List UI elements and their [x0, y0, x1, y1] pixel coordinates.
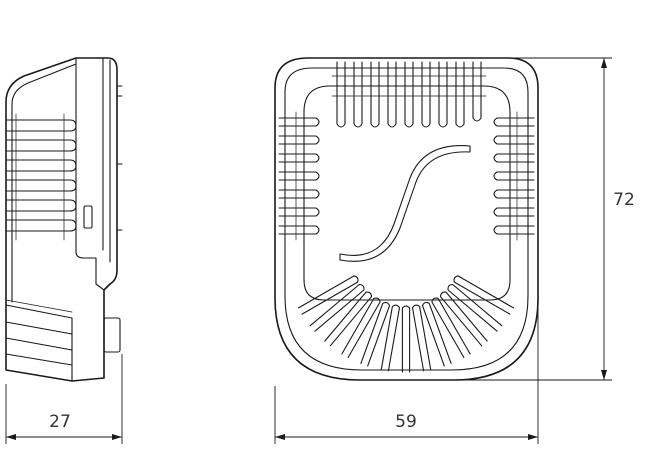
radial-vent-slot — [309, 283, 365, 332]
dimension-front-height: 72 — [456, 57, 635, 381]
radial-vent-slot — [341, 297, 381, 359]
radial-vent-slot — [447, 283, 503, 332]
radial-vent-slot — [401, 305, 411, 373]
front-vents-top — [331, 61, 487, 128]
front-vents-bottom — [297, 275, 515, 373]
front-vents-right — [493, 111, 535, 241]
s-curve-indicator — [339, 145, 471, 262]
side-latch — [83, 205, 93, 229]
front-height-label: 72 — [613, 190, 635, 210]
front-width-label: 59 — [395, 412, 417, 432]
front-vents-left — [278, 111, 320, 241]
radial-vent-slot — [411, 304, 432, 372]
side-vents-lower — [5, 299, 73, 382]
radial-vent-slot — [380, 304, 401, 372]
radial-vent-slot — [360, 301, 391, 367]
front-view — [274, 57, 539, 381]
radial-vent-slot — [421, 301, 452, 367]
radial-vent-slot — [453, 275, 515, 315]
radial-vent-slot — [439, 291, 488, 347]
side-view — [5, 57, 123, 382]
side-plug — [103, 317, 121, 353]
dimension-front-width: 59 — [274, 300, 539, 444]
dimension-side-depth: 27 — [5, 354, 123, 444]
radial-vent-slot — [297, 275, 359, 315]
radial-vent-slot — [431, 297, 471, 359]
radial-vent-slot — [324, 291, 373, 347]
side-depth-label: 27 — [49, 412, 71, 432]
side-vents-upper — [5, 113, 77, 241]
